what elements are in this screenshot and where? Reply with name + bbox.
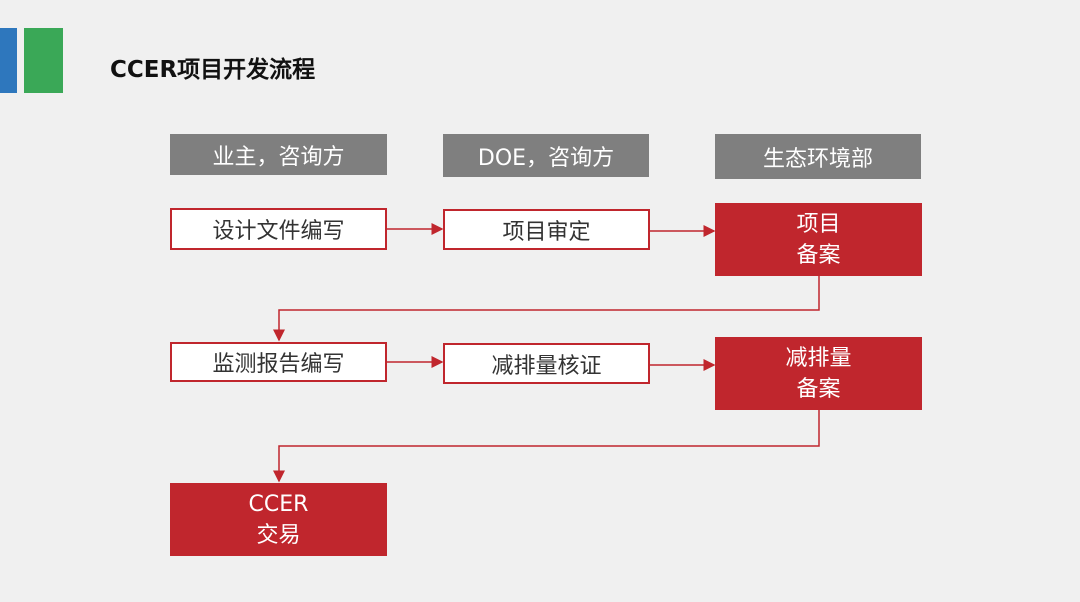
step-ccer-trading: CCER 交易 xyxy=(170,483,387,556)
arrow-issuance-to-trading xyxy=(273,410,820,483)
header-owner-consultant: 业主，咨询方 xyxy=(170,134,387,175)
accent-bar-blue xyxy=(0,28,17,93)
step-ccer-trading-line1: CCER xyxy=(248,491,309,517)
step-project-validation: 项目审定 xyxy=(443,209,650,250)
header-doe-consultant: DOE，咨询方 xyxy=(443,134,649,177)
step-emission-registration-line1: 减排量 xyxy=(785,345,852,371)
step-emission-verification: 减排量核证 xyxy=(443,343,650,384)
accent-bar-green xyxy=(24,28,63,93)
step-project-registration-line1: 项目 xyxy=(796,211,841,237)
step-project-registration-line2: 备案 xyxy=(796,242,841,268)
step-ccer-trading-line2: 交易 xyxy=(256,522,301,548)
step-design-document: 设计文件编写 xyxy=(170,208,387,250)
arrow-registration-to-monitoring xyxy=(273,276,820,342)
step-project-registration: 项目 备案 xyxy=(715,203,922,276)
page-title: CCER项目开发流程 xyxy=(110,57,316,83)
step-monitoring-report: 监测报告编写 xyxy=(170,342,387,382)
step-emission-registration-line2: 备案 xyxy=(796,376,841,402)
header-ecology-ministry: 生态环境部 xyxy=(715,134,921,179)
step-emission-registration: 减排量 备案 xyxy=(715,337,922,410)
